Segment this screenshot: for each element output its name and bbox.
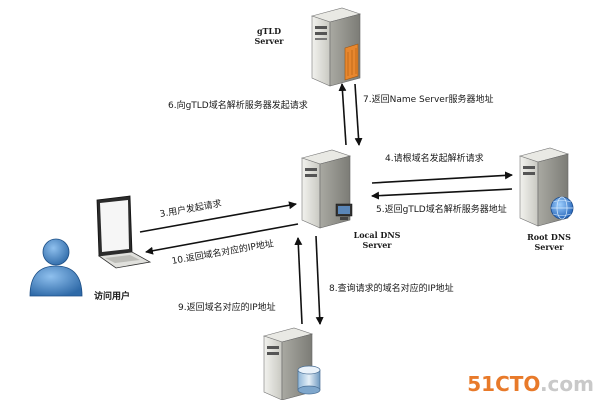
step-7-label: 7.返回Name Server服务器地址: [363, 95, 494, 105]
root-label-line1: Root DNS: [527, 232, 571, 242]
watermark-part2: .com: [539, 372, 594, 396]
arrow-4: [371, 171, 513, 184]
arrow-5: [371, 188, 513, 200]
gtld-server-label: gTLD Server: [244, 26, 294, 46]
watermark-part1: 51CTO: [467, 372, 540, 396]
root-label-line2: Server: [534, 242, 564, 252]
database-icon: [297, 365, 321, 395]
gtld-label-line1: gTLD: [256, 26, 282, 36]
arrow-3: [139, 201, 297, 233]
step-8-label: 8.查询请求的域名对应的IP地址: [329, 284, 454, 294]
local-dns-server-icon: [300, 149, 353, 229]
gtld-server-icon: [310, 7, 362, 87]
step-5-label: 5.返回gTLD域名解析服务器地址: [376, 205, 507, 215]
arrow-7: [354, 83, 363, 146]
gtld-label-line2: Server: [254, 36, 284, 46]
arrow-8: [315, 235, 324, 325]
user-label: 访问用户: [94, 292, 131, 302]
local-label-line2: Server: [362, 240, 392, 250]
arrow-9: [294, 237, 303, 325]
local-dns-server-label: Local DNS Server: [342, 230, 412, 250]
site-watermark: 51CTO.com: [467, 372, 594, 396]
user-icon: [29, 238, 83, 297]
step-6-label: 6.向gTLD域名解析服务器发起请求: [168, 101, 308, 111]
arrow-10: [145, 223, 299, 255]
step-9-label: 9.返回域名对应的IP地址: [178, 303, 276, 313]
step-4-label: 4.请根域名发起解析请求: [385, 154, 484, 164]
local-label-line1: Local DNS: [353, 230, 401, 240]
globe-icon: [550, 196, 574, 220]
root-dns-server-label: Root DNS Server: [516, 232, 582, 252]
laptop-icon: [96, 195, 152, 269]
arrow-6: [338, 83, 347, 146]
